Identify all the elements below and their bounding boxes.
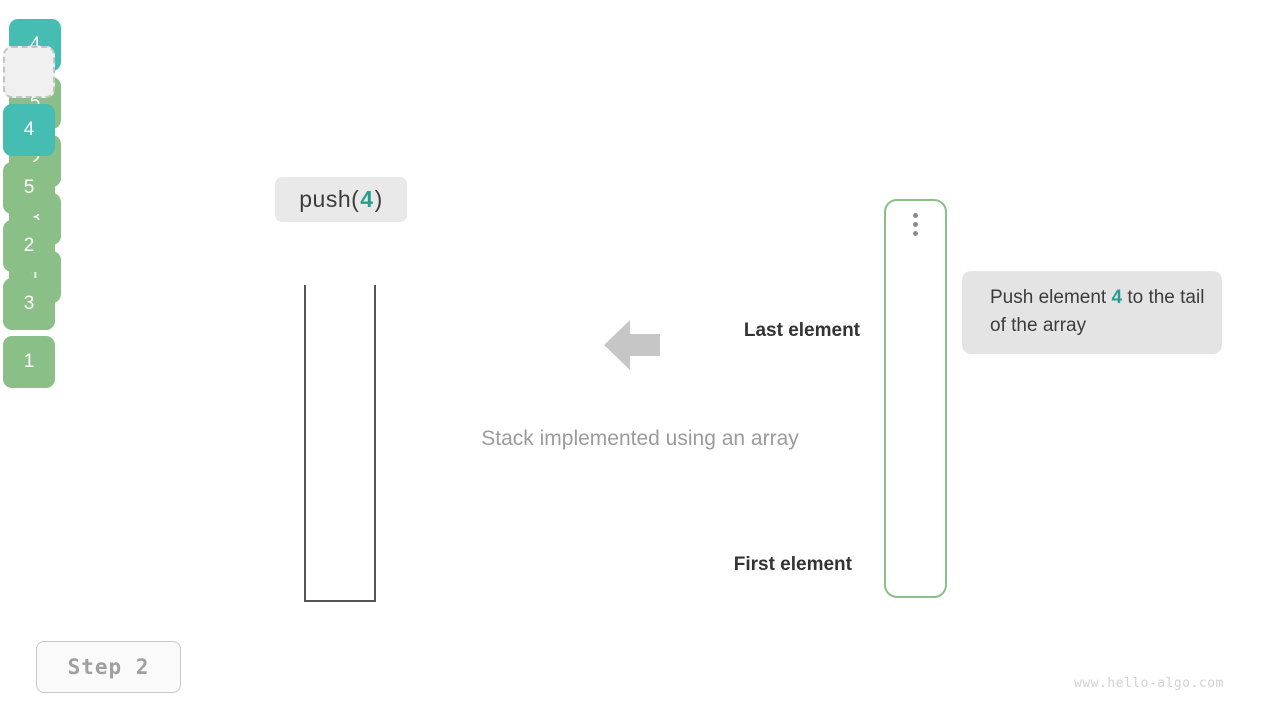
operation-argument: 4 (360, 186, 374, 212)
operation-badge: push(4) (275, 177, 407, 222)
tooltip-text-before: Push element (990, 287, 1112, 308)
operation-label-prefix: push( (299, 186, 360, 212)
operation-label-suffix: ) (374, 186, 383, 212)
array-cell-list: 4 5 2 3 1 (3, 46, 55, 394)
explanation-tooltip: Push element 4 to the tail of the array (962, 271, 1222, 354)
array-empty-slot (3, 46, 55, 98)
tooltip-text-after: to the tail of the array (990, 287, 1205, 336)
array-cell: 1 (3, 336, 55, 388)
array-container (884, 199, 947, 598)
arrow-left-icon (604, 318, 660, 372)
first-element-label: First element (733, 554, 852, 575)
tooltip-highlight: 4 (1111, 287, 1123, 308)
stack-container (304, 285, 376, 602)
array-cell: 4 (3, 104, 55, 156)
watermark: www.hello-algo.com (1074, 676, 1224, 691)
last-element-label: Last element (743, 320, 860, 341)
vertical-ellipsis-icon (886, 213, 945, 240)
array-cell: 3 (3, 278, 55, 330)
array-cell: 2 (3, 220, 55, 272)
step-badge: Step 2 (36, 641, 181, 693)
diagram-caption: Stack implemented using an array (481, 427, 799, 450)
array-cell: 5 (3, 162, 55, 214)
